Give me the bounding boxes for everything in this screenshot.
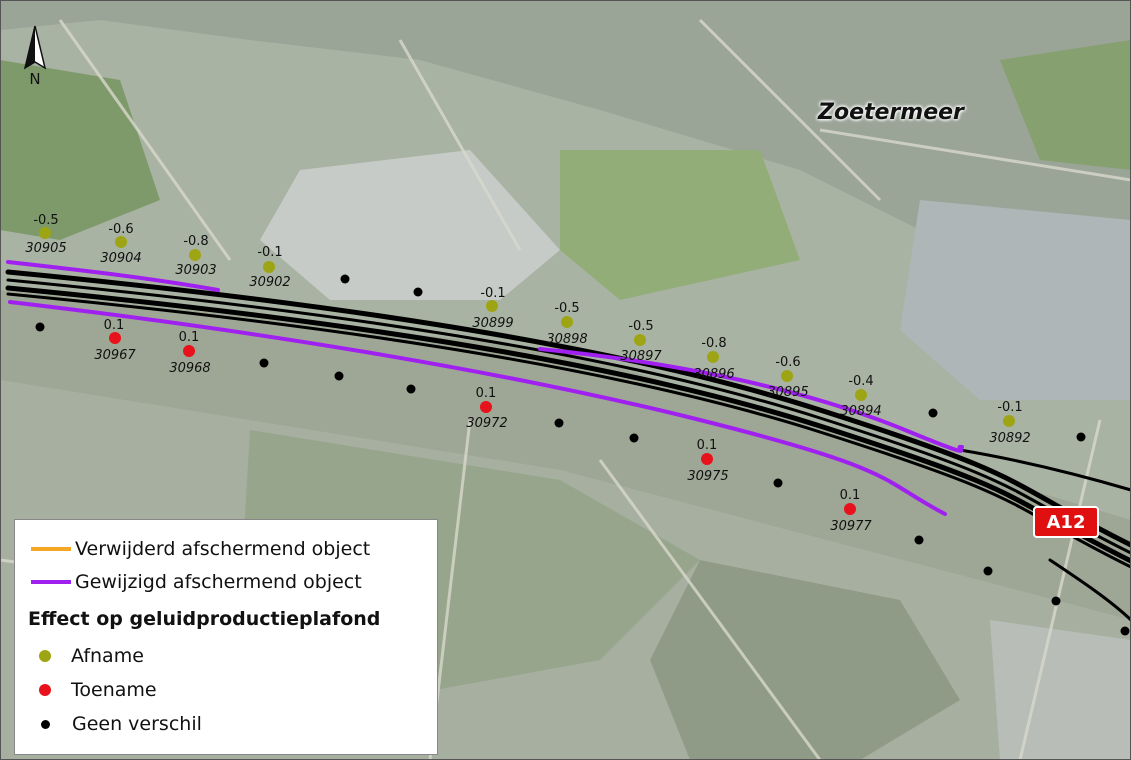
- point-geen: [406, 384, 416, 394]
- point-geen: [35, 322, 45, 332]
- point-value: 0.1: [697, 438, 718, 453]
- legend-label-geen: Geen verschil: [72, 713, 202, 735]
- point-geen: [773, 478, 783, 488]
- point-geen: [983, 566, 993, 576]
- point-value: -0.4: [848, 374, 873, 389]
- point-id: 30972: [466, 416, 507, 431]
- point-geen: [259, 358, 269, 368]
- point-value: 0.1: [476, 386, 497, 401]
- point-value: -0.1: [997, 400, 1022, 415]
- legend-row-toename: Toename: [15, 679, 157, 701]
- point-geen: [413, 287, 423, 297]
- legend-row-modified: Gewijzigd afschermend object: [15, 571, 362, 593]
- north-arrow-icon: N: [20, 24, 50, 88]
- north-label: N: [29, 70, 40, 88]
- point-toename-30972: 0.1 30972: [466, 386, 507, 431]
- point-id: 30903: [175, 263, 216, 278]
- point-value: -0.5: [628, 319, 653, 334]
- legend-label-toename: Toename: [71, 679, 157, 701]
- point-geen: [334, 371, 344, 381]
- legend-swatch-toename: [39, 684, 51, 696]
- point-geen: [914, 535, 924, 545]
- point-id: 30894: [840, 404, 881, 419]
- point-id: 30975: [687, 469, 728, 484]
- point-afname-30905: -0.5 30905: [25, 213, 66, 256]
- afname-points: -0.5 30905 -0.6 30904 -0.8 30903 -0.1 30…: [25, 213, 1030, 446]
- legend-title: Effect op geluidproductieplafond: [28, 608, 381, 630]
- point-geen: [340, 274, 350, 284]
- toename-points: 0.1 30967 0.1 30968 0.1 30972 0.1 30975 …: [94, 318, 872, 534]
- point-geen: [1051, 596, 1061, 606]
- point-afname-30904: -0.6 30904: [100, 222, 141, 266]
- point-value: -0.5: [554, 301, 579, 316]
- legend-swatch-modified: [31, 580, 71, 584]
- point-geen: [554, 418, 564, 428]
- point-id: 30968: [169, 361, 210, 376]
- legend-row-removed: Verwijderd afschermend object: [15, 538, 370, 560]
- point-value: -0.5: [33, 213, 58, 228]
- point-value: 0.1: [104, 318, 125, 333]
- point-geen: [629, 433, 639, 443]
- point-value: -0.6: [775, 355, 800, 370]
- point-afname-30896: -0.8 30896: [693, 336, 734, 382]
- point-id: 30892: [989, 431, 1030, 446]
- point-value: -0.8: [701, 336, 726, 351]
- point-id: 30899: [472, 316, 513, 331]
- geen-verschil-points: [35, 274, 1130, 636]
- point-value: -0.1: [480, 286, 505, 301]
- point-id: 30977: [830, 519, 872, 534]
- point-id: 30898: [546, 332, 587, 347]
- point-afname-30892: -0.1 30892: [989, 400, 1030, 446]
- point-afname-30897: -0.5 30897: [620, 319, 662, 364]
- point-value: 0.1: [840, 488, 861, 503]
- point-toename-30968: 0.1 30968: [169, 330, 210, 376]
- legend-row-afname: Afname: [15, 645, 144, 667]
- map-legend: Verwijderd afschermend object Gewijzigd …: [14, 519, 438, 755]
- point-afname-30899: -0.1 30899: [472, 286, 513, 331]
- point-value: -0.6: [108, 222, 133, 237]
- point-afname-30898: -0.5 30898: [546, 301, 587, 347]
- point-geen: [928, 408, 938, 418]
- point-id: 30896: [693, 367, 734, 382]
- point-id: 30905: [25, 241, 66, 256]
- point-id: 30904: [100, 251, 141, 266]
- point-id: 30902: [249, 275, 290, 290]
- point-afname-30894: -0.4 30894: [840, 374, 881, 419]
- point-value: -0.1: [257, 245, 282, 260]
- road-shield-a12: A12: [1033, 506, 1099, 538]
- point-afname-30895: -0.6 30895: [767, 355, 808, 400]
- point-afname-30903: -0.8 30903: [175, 234, 216, 278]
- point-id: 30967: [94, 348, 136, 363]
- legend-swatch-afname: [39, 650, 51, 662]
- point-toename-30975: 0.1 30975: [687, 438, 728, 484]
- point-geen: [1076, 432, 1086, 442]
- point-value: -0.8: [183, 234, 208, 249]
- point-toename-30967: 0.1 30967: [94, 318, 136, 363]
- point-afname-30902: -0.1 30902: [249, 245, 290, 290]
- legend-swatch-removed: [31, 547, 71, 551]
- city-label: Zoetermeer: [818, 100, 964, 125]
- legend-label-afname: Afname: [71, 645, 144, 667]
- legend-row-geen: Geen verschil: [15, 713, 202, 735]
- legend-swatch-geen: [41, 719, 50, 729]
- point-id: 30895: [767, 385, 808, 400]
- point-value: 0.1: [179, 330, 200, 345]
- point-toename-30977: 0.1 30977: [830, 488, 872, 534]
- legend-label-removed: Verwijderd afschermend object: [75, 538, 371, 560]
- legend-label-modified: Gewijzigd afschermend object: [75, 571, 362, 593]
- point-geen: [1120, 626, 1130, 636]
- point-id: 30897: [620, 349, 662, 364]
